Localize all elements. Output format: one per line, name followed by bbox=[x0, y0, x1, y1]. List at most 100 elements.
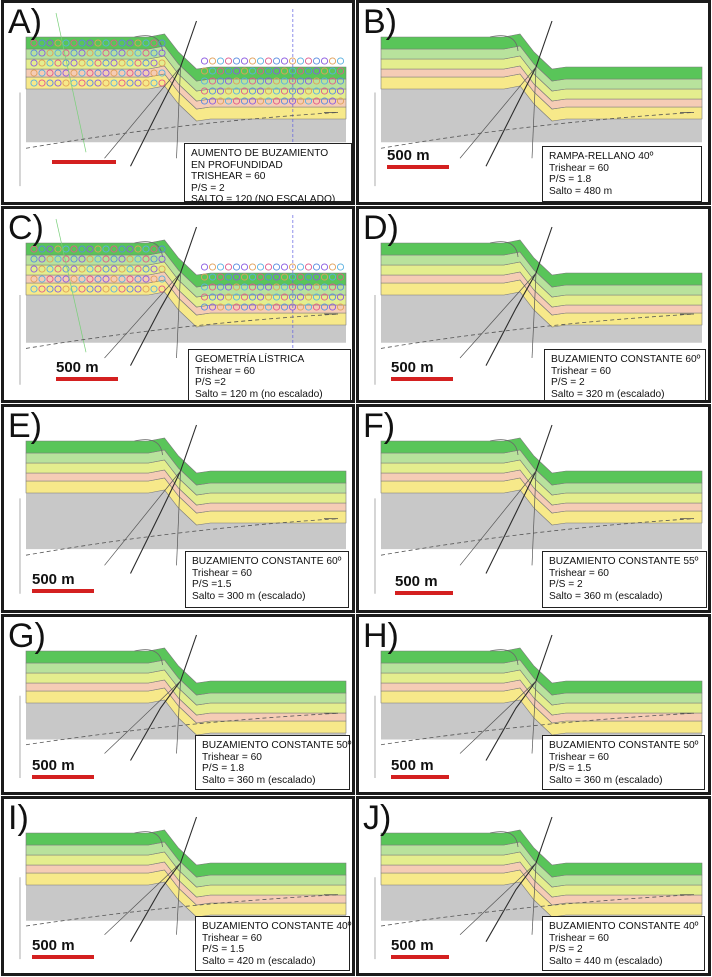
particle-marker bbox=[110, 255, 118, 263]
fault-line bbox=[130, 424, 198, 574]
particle-marker bbox=[256, 273, 265, 281]
particle-marker bbox=[208, 87, 217, 95]
particle-marker bbox=[256, 283, 265, 291]
scale-bar-line-b bbox=[387, 165, 449, 169]
info-line: EN PROFUNDIDAD bbox=[191, 159, 283, 171]
panel-a: A) AUMENTO DE BUZAMIENTO EN PROFUNDIDAD … bbox=[1, 0, 355, 205]
particle-marker bbox=[280, 67, 289, 75]
particle-marker bbox=[256, 87, 265, 95]
particle-marker bbox=[200, 293, 209, 301]
particle-marker bbox=[158, 79, 166, 87]
particle-marker bbox=[248, 263, 257, 271]
particle-marker bbox=[78, 265, 86, 273]
particle-marker bbox=[248, 67, 257, 75]
particle-marker bbox=[256, 77, 265, 85]
particle-marker bbox=[272, 87, 281, 95]
info-line: P/S = 2 bbox=[551, 377, 585, 389]
particle-marker bbox=[304, 263, 313, 271]
particle-marker bbox=[54, 79, 62, 87]
particle-marker bbox=[248, 57, 257, 65]
scale-bar-line-d bbox=[391, 377, 453, 381]
particle-marker bbox=[312, 273, 321, 281]
detachment-dashed-line bbox=[25, 112, 339, 149]
scale-bar-line-f bbox=[395, 591, 453, 595]
fold-crest-line bbox=[489, 35, 519, 52]
particle-marker bbox=[312, 303, 321, 311]
particle-marker bbox=[216, 67, 225, 75]
scale-bar-label-j: 500 m bbox=[391, 937, 434, 954]
scale-bar-g: 500 m bbox=[32, 757, 94, 779]
particle-marker bbox=[110, 79, 118, 87]
particle-marker bbox=[280, 57, 289, 65]
panel-i: I) 500 m BUZAMIENTO CONSTANTE 40º Trishe… bbox=[1, 796, 355, 976]
trishear-line bbox=[176, 66, 181, 159]
particle-marker bbox=[118, 265, 126, 273]
particle-marker bbox=[102, 49, 110, 57]
particle-marker bbox=[102, 245, 110, 253]
particle-marker bbox=[208, 303, 217, 311]
info-line: TRISHEAR = 60 bbox=[191, 171, 266, 183]
scale-bar-i: 500 m bbox=[32, 937, 94, 959]
scale-bar-c: 500 m bbox=[56, 359, 118, 381]
particle-marker bbox=[134, 49, 142, 57]
info-line: SALTO = 120 (NO ESCALADO) bbox=[191, 194, 336, 205]
particle-marker bbox=[240, 87, 249, 95]
info-box-j: BUZAMIENTO CONSTANTE 40º Trishear = 60 P… bbox=[542, 916, 705, 971]
particle-marker bbox=[46, 255, 54, 263]
trishear-line bbox=[531, 272, 537, 358]
particle-marker bbox=[102, 69, 110, 77]
particle-marker bbox=[70, 275, 78, 283]
particle-marker bbox=[142, 265, 150, 273]
particle-marker bbox=[134, 245, 142, 253]
particle-marker bbox=[336, 77, 345, 85]
scale-bar-d: 500 m bbox=[391, 359, 453, 381]
info-line: BUZAMIENTO CONSTANTE 40º bbox=[549, 921, 699, 932]
particle-marker bbox=[296, 263, 305, 271]
scale-bar-label-d: 500 m bbox=[391, 359, 434, 376]
particle-marker bbox=[264, 263, 273, 271]
particle-marker bbox=[240, 97, 249, 105]
gray-basement bbox=[381, 700, 702, 740]
particle-marker bbox=[264, 283, 273, 291]
particle-marker bbox=[328, 57, 337, 65]
particle-marker bbox=[216, 77, 225, 85]
particle-marker bbox=[30, 39, 38, 47]
particle-marker bbox=[264, 273, 273, 281]
particle-marker bbox=[248, 273, 257, 281]
particle-marker bbox=[336, 263, 345, 271]
layer-green-dark bbox=[380, 437, 703, 486]
particle-marker bbox=[320, 263, 329, 271]
particle-marker bbox=[86, 69, 94, 77]
info-line: P/S = 2 bbox=[549, 944, 583, 956]
panel-j: J) 500 m BUZAMIENTO CONSTANTE 40º Trishe… bbox=[356, 796, 711, 976]
info-line: Trishear = 60 bbox=[192, 567, 252, 579]
particle-marker bbox=[296, 77, 305, 85]
particle-marker bbox=[264, 293, 273, 301]
particle-marker bbox=[126, 265, 134, 273]
particle-marker bbox=[272, 263, 281, 271]
particle-marker bbox=[150, 39, 158, 47]
scale-bar-label-f: 500 m bbox=[395, 573, 438, 590]
particle-marker bbox=[126, 39, 134, 47]
layer-green-dark bbox=[25, 647, 347, 696]
particle-marker bbox=[110, 59, 118, 67]
scale-bar-line-j bbox=[391, 955, 449, 959]
particle-marker bbox=[70, 245, 78, 253]
particle-marker bbox=[240, 283, 249, 291]
panel-label-g: G) bbox=[8, 617, 46, 655]
particle-marker bbox=[216, 303, 225, 311]
particle-marker bbox=[86, 79, 94, 87]
trishear-line bbox=[531, 470, 537, 566]
info-line: BUZAMIENTO CONSTANTE 60º bbox=[192, 556, 342, 567]
cross-section-e bbox=[19, 424, 347, 594]
particle-marker bbox=[142, 245, 150, 253]
fold-crest-line bbox=[134, 439, 163, 456]
particle-marker bbox=[216, 273, 225, 281]
particle-marker bbox=[216, 97, 225, 105]
particle-marker bbox=[102, 39, 110, 47]
scale-bar-label-e: 500 m bbox=[32, 571, 75, 588]
trishear-line bbox=[459, 272, 537, 359]
gray-basement bbox=[26, 86, 346, 143]
fold-crest-line bbox=[134, 649, 163, 666]
particle-marker bbox=[46, 265, 54, 273]
